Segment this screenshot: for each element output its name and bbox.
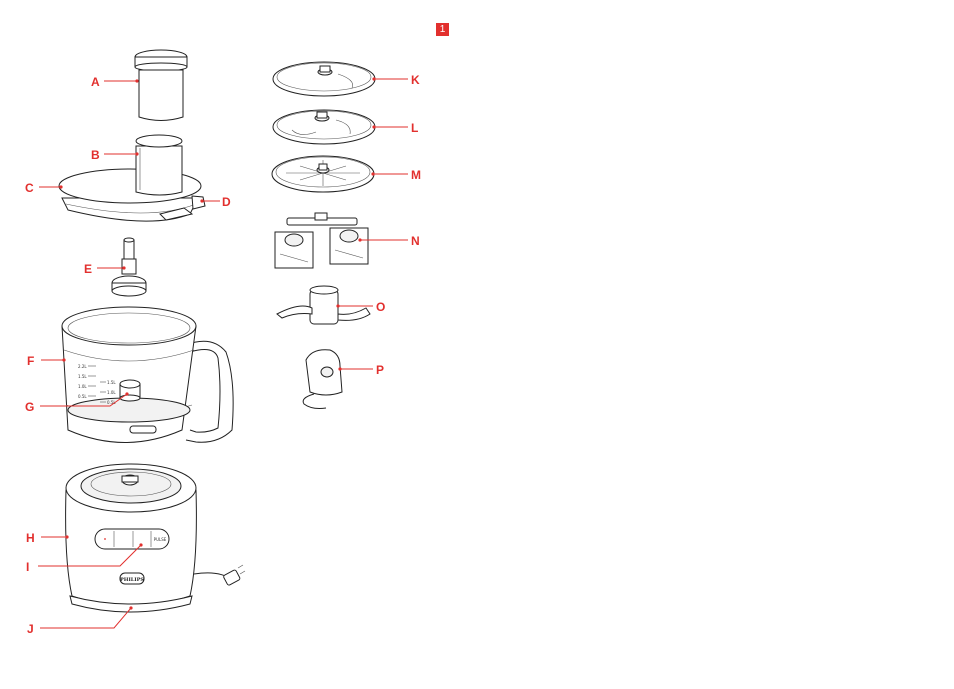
scale-left-2: 1.0L [78, 384, 87, 389]
callout-f: F [27, 354, 66, 368]
svg-text:L: L [411, 121, 418, 135]
pulse-button[interactable]: PULSE [154, 537, 167, 542]
svg-text:F: F [27, 354, 34, 368]
svg-text:N: N [411, 234, 420, 248]
part-k-slicing-disc [272, 61, 376, 97]
callout-k: K [372, 73, 420, 87]
svg-text:J: J [27, 622, 34, 636]
callout-n: N [358, 234, 420, 248]
svg-text:H: H [26, 531, 35, 545]
callout-a: A [91, 75, 139, 89]
callout-m: M [371, 168, 421, 182]
scale-right-1: 1.0L [107, 390, 116, 395]
svg-text:E: E [84, 262, 92, 276]
svg-text:K: K [411, 73, 420, 87]
callout-e: E [84, 262, 126, 276]
part-n-emulsifying-tool [274, 212, 369, 269]
part-g-spindle [119, 379, 141, 402]
part-i-control-panel: PULSE [94, 528, 170, 550]
callout-p: P [338, 363, 384, 377]
part-p-whisk [302, 349, 343, 409]
callout-g: G [25, 392, 129, 414]
part-o-chopping-blade [276, 285, 371, 325]
part-f-bowl: 2.2L 1.5L 1.0L 0.5L 1.5L 1.0L 0.5L [61, 306, 234, 443]
svg-text:A: A [91, 75, 100, 89]
part-e-drive-shaft [111, 237, 147, 297]
callout-o: O [336, 300, 385, 314]
svg-text:D: D [222, 195, 231, 209]
scale-left-3: 0.5L [78, 394, 87, 399]
svg-text:I: I [26, 560, 29, 574]
callout-h: H [26, 531, 69, 545]
svg-text:O: O [376, 300, 385, 314]
part-l-shredding-disc [272, 109, 376, 145]
bowl-scale-left: 2.2L 1.5L 1.0L 0.5L [78, 364, 96, 399]
callout-j: J [27, 606, 133, 636]
callout-l: L [372, 121, 418, 135]
part-m-grating-disc [271, 155, 375, 193]
part-d-lid-latch [191, 195, 206, 210]
callout-c: C [25, 181, 63, 195]
svg-text:B: B [91, 148, 100, 162]
scale-right-0: 1.5L [107, 380, 116, 385]
scale-left-0: 2.2L [78, 364, 87, 369]
svg-text:C: C [25, 181, 34, 195]
svg-text:G: G [25, 400, 34, 414]
page-number-badge: 1 [436, 23, 449, 36]
scale-right-2: 0.5L [107, 400, 116, 405]
callout-b: B [91, 148, 139, 162]
part-b-feeding-tube [135, 134, 183, 196]
callout-i: I [26, 543, 143, 574]
brand-logo: PHILIPS [120, 577, 144, 583]
part-a-pusher [134, 49, 188, 121]
brand-badge [119, 572, 145, 585]
svg-text:M: M [411, 168, 421, 182]
scale-left-1: 1.5L [78, 374, 87, 379]
svg-text:P: P [376, 363, 384, 377]
bowl-scale-right: 1.5L 1.0L 0.5L [100, 380, 116, 405]
callout-d: D [200, 195, 231, 209]
